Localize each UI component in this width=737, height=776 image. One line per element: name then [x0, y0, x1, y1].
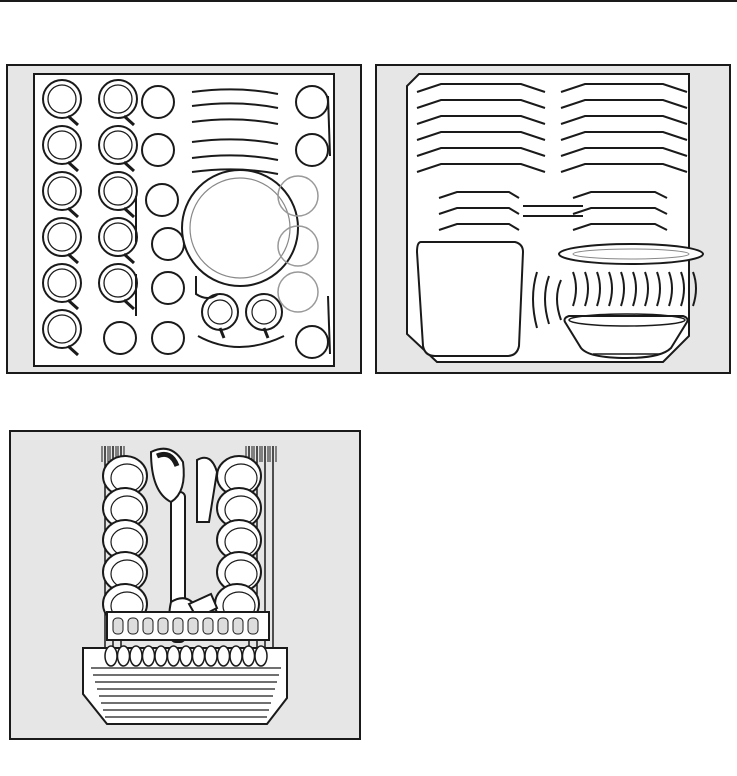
glass-icon: [104, 322, 136, 354]
cup-icon: [99, 172, 137, 210]
glass-icon: [142, 134, 174, 166]
glass-icon: [152, 228, 184, 260]
grid-slot: [128, 618, 138, 634]
teaspoon-icon: [143, 646, 155, 666]
grid-slot: [248, 618, 258, 634]
cup-icon: [43, 218, 81, 256]
teaspoon-icon: [230, 646, 242, 666]
teaspoon-icon: [193, 646, 205, 666]
cup-icon: [202, 294, 238, 330]
teaspoon-icon: [180, 646, 192, 666]
grid-slot: [188, 618, 198, 634]
glass-icon: [152, 322, 184, 354]
glass-icon: [142, 86, 174, 118]
glass-icon: [296, 326, 328, 358]
teaspoon-icon: [168, 646, 180, 666]
upper-basket-panel: [6, 64, 362, 374]
teaspoon-icon: [205, 646, 217, 666]
teaspoon-icon: [118, 646, 130, 666]
top-rule: [0, 0, 737, 2]
cup-icon: [43, 126, 81, 164]
serving-plate-icon: [559, 244, 703, 264]
teaspoon-icon: [255, 646, 267, 666]
teaspoon-icon: [243, 646, 255, 666]
glass-icon: [296, 134, 328, 166]
glass-icon: [146, 184, 178, 216]
glass-icon: [152, 272, 184, 304]
teaspoon-icon: [155, 646, 167, 666]
grid-slot: [113, 618, 123, 634]
upper-basket-illustration-icon: [8, 66, 360, 372]
cup-icon: [99, 264, 137, 302]
teaspoon-icon: [218, 646, 230, 666]
teaspoon-icon: [105, 646, 117, 666]
grid-slot: [218, 618, 228, 634]
glass-icon: [296, 86, 328, 118]
grid-slot: [158, 618, 168, 634]
cup-icon: [99, 126, 137, 164]
grid-slot: [143, 618, 153, 634]
serving-tray-icon: [417, 242, 523, 356]
grid-slot: [233, 618, 243, 634]
rack-tine-icon: [693, 272, 696, 306]
lower-basket-illustration-icon: [377, 66, 729, 372]
cutlery-basket-illustration-icon: [11, 432, 359, 738]
cup-icon: [43, 264, 81, 302]
cup-icon: [99, 218, 137, 256]
cup-icon: [246, 294, 282, 330]
cup-icon: [43, 310, 81, 348]
teaspoon-icon: [130, 646, 142, 666]
lower-basket-panel: [375, 64, 731, 374]
cutlery-basket-panel: [9, 430, 361, 740]
grid-slot: [203, 618, 213, 634]
cup-icon: [99, 80, 137, 118]
cup-icon: [43, 172, 81, 210]
cup-icon: [43, 80, 81, 118]
grid-slot: [173, 618, 183, 634]
